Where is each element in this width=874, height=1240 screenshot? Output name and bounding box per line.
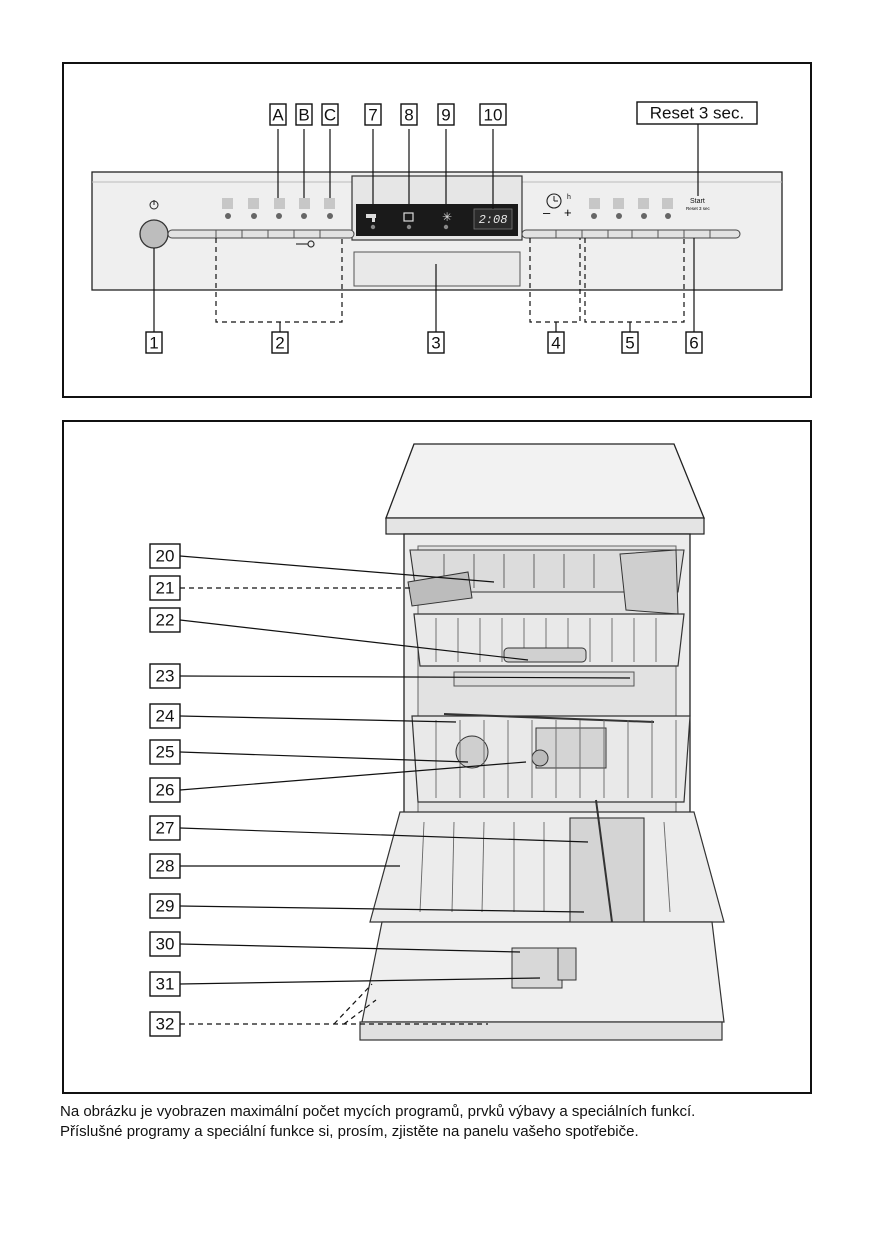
svg-text:22: 22 [156,611,175,630]
caption: Na obrázku je vyobrazen maximální počet … [60,1102,840,1142]
label-8: 8 [400,103,418,126]
svg-text:30: 30 [156,935,175,954]
salt-icon [403,212,414,222]
svg-text:21: 21 [156,579,175,598]
svg-text:A: A [272,106,284,125]
label-27: 27 [149,815,181,841]
svg-text:28: 28 [156,857,175,876]
svg-text:6: 6 [689,334,698,353]
label-21: 21 [149,575,181,601]
label-3: 3 [427,331,445,354]
label-4: 4 [547,331,565,354]
label-A: A [269,103,287,126]
lower-basket [411,713,691,803]
label-31: 31 [149,971,181,997]
label-22: 22 [149,607,181,633]
plus-label: + [564,205,572,220]
label-C: C [321,103,339,126]
program-buttons-right [589,198,673,219]
svg-text:C: C [324,106,336,125]
rinse-aid-dispenser [557,947,577,981]
label-29: 29 [149,893,181,919]
svg-text:1: 1 [149,334,158,353]
svg-text:3: 3 [431,334,440,353]
key-icon [296,240,315,248]
label-10: 10 [479,103,507,126]
power-icon [149,200,159,210]
svg-text:32: 32 [156,1015,175,1034]
label-7: 7 [364,103,382,126]
label-9: 9 [437,103,455,126]
svg-text:26: 26 [156,781,175,800]
svg-text:31: 31 [156,975,175,994]
label-32: 32 [149,1011,181,1037]
svg-text:7: 7 [368,106,377,125]
start-sublabel: Reset 3 sec [686,206,711,211]
label-6: 6 [685,331,703,354]
rinse-aid-icon: ✳ [442,210,452,224]
label-1: 1 [145,331,163,354]
control-panel-figure: 2:08 ✳ [62,62,812,398]
label-30: 30 [149,931,181,957]
label-28: 28 [149,853,181,879]
door-panel [359,921,725,1041]
dishwasher-label-group: 20 21 22 23 24 25 26 27 28 29 30 31 32 [149,543,181,1037]
dishwasher-drawing: 20 21 22 23 24 25 26 27 28 29 30 31 32 [149,443,725,1041]
dishwasher-interior-figure: 20 21 22 23 24 25 26 27 28 29 30 31 32 [62,420,812,1094]
svg-text:27: 27 [156,819,175,838]
svg-text:20: 20 [156,547,175,566]
label-25: 25 [149,739,181,765]
clock-icon [546,193,562,209]
label-24: 24 [149,703,181,729]
label-B: B [295,103,313,126]
label-20: 20 [149,543,181,569]
svg-text:10: 10 [484,106,503,125]
svg-text:25: 25 [156,743,175,762]
program-buttons-left [222,198,335,219]
control-panel-drawing: 2:08 ✳ [91,101,783,354]
door-rack [369,799,725,935]
start-label: Start [690,198,705,205]
time-readout: 2:08 [479,213,508,227]
svg-text:23: 23 [156,667,175,686]
cutlery-basket [569,817,645,935]
tap-icon [366,214,376,222]
label-23: 23 [149,663,181,689]
caption-line-2: Příslušné programy a speciální funkce si… [60,1123,639,1140]
svg-text:24: 24 [156,707,175,726]
svg-text:2: 2 [275,334,284,353]
svg-text:4: 4 [551,334,560,353]
detergent-dispenser [511,947,563,989]
caption-line-1: Na obrázku je vyobrazen maximální počet … [60,1103,696,1120]
svg-text:Reset 3 sec.: Reset 3 sec. [650,104,745,123]
power-button[interactable] [139,219,169,249]
svg-text:B: B [298,106,309,125]
label-2: 2 [271,331,289,354]
hour-marker: h [567,194,571,201]
svg-text:9: 9 [441,106,450,125]
cutlery-drawer [407,549,685,615]
svg-text:✳: ✳ [442,210,452,224]
svg-text:29: 29 [156,897,175,916]
worktop [385,443,705,519]
minus-label: – [543,205,551,220]
label-reset: Reset 3 sec. [636,101,758,125]
svg-text:5: 5 [625,334,634,353]
label-26: 26 [149,777,181,803]
svg-text:8: 8 [404,106,413,125]
upper-basket [413,613,685,667]
label-5: 5 [621,331,639,354]
